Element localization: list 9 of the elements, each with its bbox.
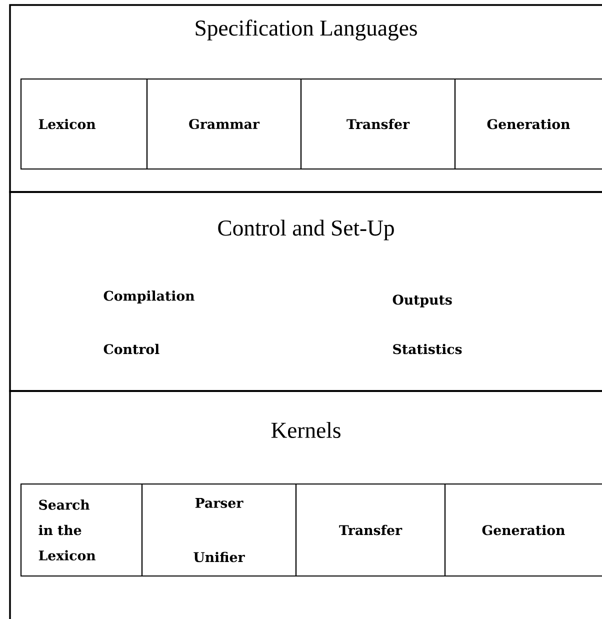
table-cell: Search in the Lexicon <box>20 483 143 577</box>
section-band: Control and Set-Up Compilation Outputs Control Statistics <box>9 191 602 392</box>
table-cell: Parser Unifier <box>141 483 297 577</box>
table-cell: Transfer <box>295 483 446 577</box>
table-cell: Grammar <box>146 78 302 170</box>
table-cell: Generation <box>454 78 602 170</box>
table-cell: Generation <box>444 483 602 577</box>
table-cell: Transfer <box>300 78 456 170</box>
table-cell: Lexicon <box>20 78 148 170</box>
